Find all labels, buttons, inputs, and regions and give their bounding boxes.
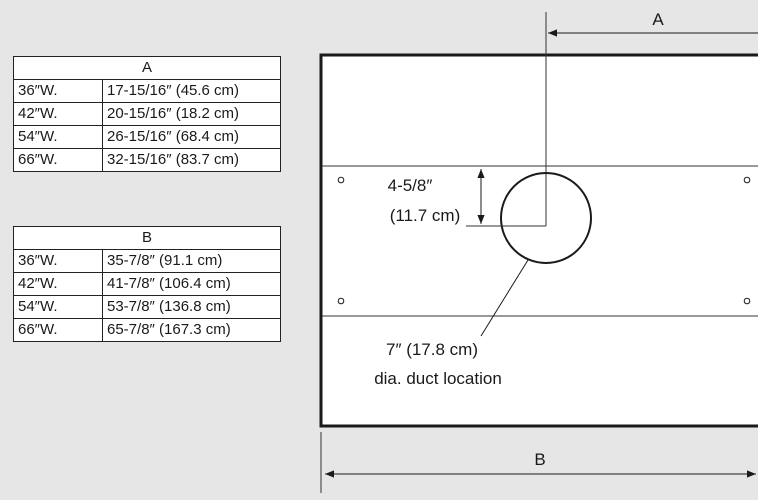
duct-label-line2: dia. duct location bbox=[374, 369, 502, 388]
screw-hole bbox=[337, 297, 345, 305]
table-a-header: A bbox=[13, 56, 281, 80]
value-cell: 41-7/8″ (106.4 cm) bbox=[102, 272, 281, 296]
dimension-b-label: B bbox=[534, 450, 545, 469]
table-row: 66″W.32-15/16″ (83.7 cm) bbox=[13, 148, 281, 172]
width-cell: 42″W. bbox=[13, 272, 103, 296]
hood-outline bbox=[319, 53, 758, 428]
table-row: 54″W.26-15/16″ (68.4 cm) bbox=[13, 125, 281, 149]
width-cell: 42″W. bbox=[13, 102, 103, 126]
value-cell: 17-15/16″ (45.6 cm) bbox=[102, 79, 281, 103]
dimension-table-a: A 36″W.17-15/16″ (45.6 cm) 42″W.20-15/16… bbox=[13, 56, 281, 172]
table-row: 42″W.41-7/8″ (106.4 cm) bbox=[13, 272, 281, 296]
width-cell: 66″W. bbox=[13, 148, 103, 172]
table-row: 36″W.17-15/16″ (45.6 cm) bbox=[13, 79, 281, 103]
table-row: 42″W.20-15/16″ (18.2 cm) bbox=[13, 102, 281, 126]
value-cell: 53-7/8″ (136.8 cm) bbox=[102, 295, 281, 319]
value-cell: 32-15/16″ (83.7 cm) bbox=[102, 148, 281, 172]
screw-hole bbox=[743, 297, 751, 305]
width-cell: 66″W. bbox=[13, 318, 103, 342]
screw-hole bbox=[337, 176, 345, 184]
table-row: 66″W.65-7/8″ (167.3 cm) bbox=[13, 318, 281, 342]
duct-leader-line bbox=[480, 259, 529, 337]
value-cell: 65-7/8″ (167.3 cm) bbox=[102, 318, 281, 342]
screw-hole bbox=[743, 176, 751, 184]
dimension-table-b: B 36″W.35-7/8″ (91.1 cm) 42″W.41-7/8″ (1… bbox=[13, 226, 281, 342]
duct-label-line1: 7″ (17.8 cm) bbox=[386, 340, 478, 359]
dimension-a-label: A bbox=[652, 10, 664, 29]
value-cell: 26-15/16″ (68.4 cm) bbox=[102, 125, 281, 149]
duct-circle bbox=[500, 172, 592, 264]
offset-label-line1: 4-5/8″ bbox=[388, 176, 433, 195]
offset-label-line2: (11.7 cm) bbox=[390, 206, 461, 225]
table-row: 54″W.53-7/8″ (136.8 cm) bbox=[13, 295, 281, 319]
